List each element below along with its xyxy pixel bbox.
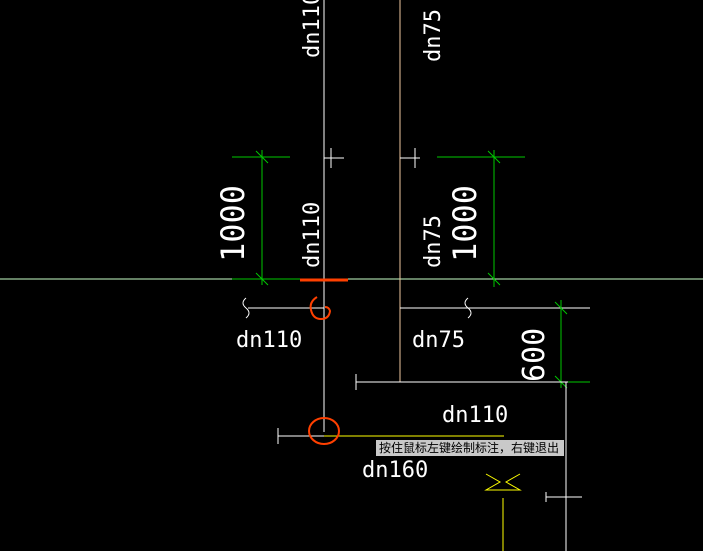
label-mid-left-pipe: dn110	[300, 202, 325, 268]
spring-symbol-yellow	[484, 473, 522, 491]
dim-small-tick-top	[554, 301, 568, 315]
label-top-right-pipe: dn75	[421, 9, 446, 62]
label-dim-left: 1000	[214, 185, 252, 262]
label-bottom-pipe: dn160	[362, 458, 428, 483]
branch-right-break	[464, 297, 472, 319]
branch-left-break	[242, 297, 250, 319]
label-lower-pipe: dn110	[442, 403, 508, 428]
orange-marker-circle	[308, 417, 340, 445]
cursor-tooltip: 按住鼠标左键绘制标注，右键退出	[376, 440, 564, 456]
orange-marker-small	[309, 296, 332, 321]
label-mid-right-pipe: dn75	[421, 215, 446, 268]
label-top-left-pipe: dn110	[300, 0, 325, 58]
dim-right-tick-bottom	[487, 272, 501, 286]
label-branch-right: dn75	[412, 328, 465, 353]
label-branch-left: dn110	[236, 328, 302, 353]
dim-left-tick-top	[255, 150, 269, 164]
label-dim-small: 600	[517, 328, 552, 382]
dim-right-tick-top	[487, 150, 501, 164]
label-dim-right: 1000	[446, 185, 484, 262]
